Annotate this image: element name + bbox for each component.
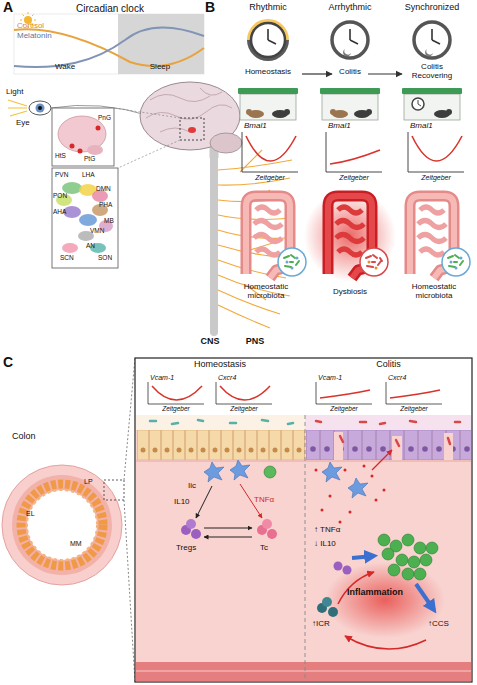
text-label: Light [6, 88, 23, 97]
nervous-system [214, 150, 292, 332]
text-label: Homeostatic microbiota [398, 283, 470, 301]
text-label: HtS [55, 152, 66, 159]
text-label: TNFα [254, 496, 274, 505]
text-label: Synchronized [405, 3, 460, 13]
text-label: EL [26, 510, 35, 518]
text-label: PON [53, 192, 67, 199]
circadian-plot [14, 12, 204, 74]
panel-section: Homeostasis [135, 358, 305, 682]
node-text: Colitis [305, 360, 472, 370]
text-label: A [3, 0, 13, 15]
text-label: Cortisol [17, 22, 44, 31]
text-label: LHA [82, 171, 95, 178]
text-label: MB [104, 217, 114, 224]
text-label: PtG [84, 155, 95, 162]
node-text: Homeostasis [236, 68, 300, 77]
microbiota [278, 248, 470, 276]
text-label: Arrhythmic [328, 3, 371, 13]
text-label: Inflammation [347, 588, 403, 598]
text-label: LP [84, 478, 93, 486]
text-label: ↑ TNFα [314, 526, 340, 535]
tissue-inset [135, 358, 472, 682]
text-label: Zeitgeber [339, 174, 369, 182]
text-label: Wake [55, 63, 75, 72]
text-label: AN [86, 242, 95, 249]
text-label: C [3, 355, 13, 370]
clock-icons [247, 19, 450, 61]
text-label: AHA [53, 208, 66, 215]
text-label: VMN [90, 227, 104, 234]
text-label: Eye [16, 119, 30, 128]
text-label: Colon [12, 432, 36, 442]
panel-section: Colitis [305, 358, 472, 682]
text-label: Bmal1 [410, 122, 433, 131]
text-label: Tregs [176, 544, 196, 553]
text-label: IL10 [174, 498, 190, 507]
text-label: Sleep [150, 63, 170, 72]
text-label: PVN [55, 171, 68, 178]
text-label: Zeitgeber [421, 174, 451, 182]
text-label: CNS [200, 337, 219, 347]
text-label: Zeitgeber [255, 174, 285, 182]
text-label: DMN [96, 185, 111, 192]
text-label: Vcam-1 [150, 374, 174, 382]
node-text: Homeostasis [135, 360, 305, 370]
brain-illustration [114, 82, 242, 168]
text-label: Iic [188, 482, 196, 491]
text-label: PnG [98, 114, 111, 121]
flow-arrow [368, 73, 402, 74]
text-label: PNS [246, 337, 265, 347]
text-label: SON [98, 254, 112, 261]
stage-label: Colitis [334, 68, 366, 80]
text-label: B [205, 0, 215, 15]
text-label: Zeitgeber [330, 405, 357, 412]
flow-arrow [302, 73, 332, 74]
mouse-cages [238, 88, 462, 120]
stage-label: Homeostasis [236, 68, 300, 80]
text-label: Bmal1 [244, 122, 267, 131]
text-label: Melatonin [17, 32, 52, 41]
text-label: PHA [99, 201, 112, 208]
intestines [246, 190, 454, 282]
text-label: ↑CCS [428, 620, 449, 629]
text-label: Homeostatic microbiota [230, 283, 302, 301]
text-label: Zeitgeber [400, 405, 427, 412]
text-label: Bmal1 [328, 122, 351, 131]
bmal1-plots [242, 132, 464, 172]
text-label: Zeitgeber [230, 405, 257, 412]
text-label: Vcam-1 [318, 374, 342, 382]
text-label: Circadian clock [76, 3, 144, 14]
text-label: Cxcr4 [218, 374, 236, 382]
brain-inset [52, 108, 118, 268]
stage-label: Colitis Recovering [404, 63, 460, 85]
text-label: ↑ICR [312, 620, 330, 629]
text-label: Dysbiosis [333, 288, 367, 297]
text-label: ↓ IL10 [314, 540, 336, 549]
node-text: Colitis [334, 68, 366, 77]
text-label: Tc [260, 544, 268, 553]
text-label: Rhythmic [249, 3, 287, 13]
text-label: Zeitgeber [162, 405, 189, 412]
node-text: Colitis Recovering [404, 63, 460, 81]
text-label: SCN [60, 254, 74, 261]
colon-section [2, 358, 135, 682]
text-label: Cxcr4 [388, 374, 406, 382]
text-label: MM [70, 540, 82, 548]
